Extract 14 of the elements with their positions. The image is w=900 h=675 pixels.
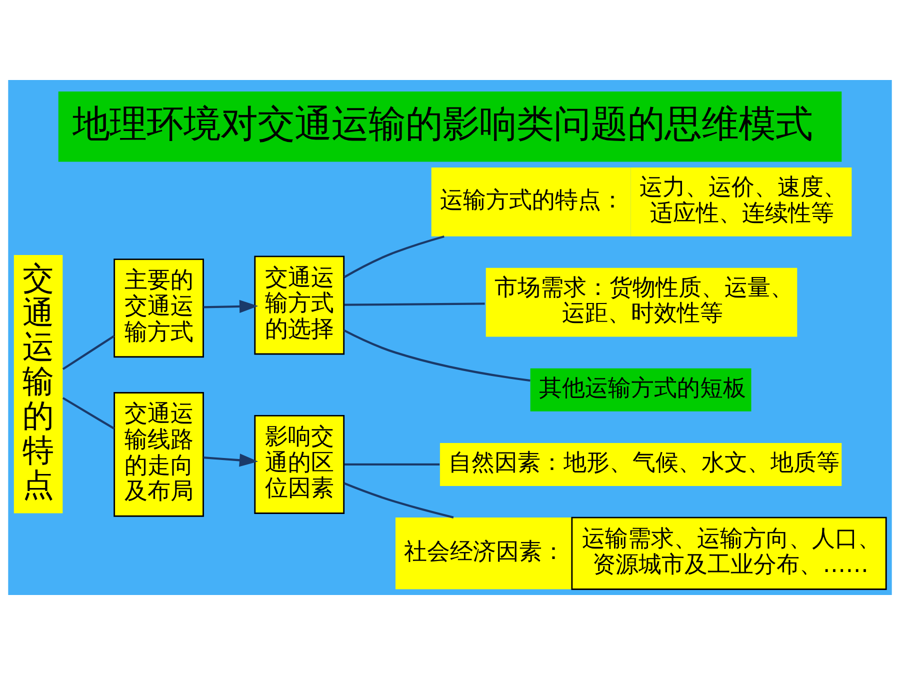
connector [343, 329, 530, 382]
node-box: 其他运输方式的短板 [530, 368, 752, 412]
node-box: 市场需求：货物性质、运量、运距、时效性等 [486, 268, 798, 337]
diagram-title: 地理环境对交通运输的影响类问题的思维模式 [72, 101, 813, 146]
arrow [203, 300, 258, 313]
connector [344, 482, 454, 518]
connector [344, 463, 440, 466]
connector [344, 302, 485, 306]
arrow [203, 454, 258, 467]
connector [344, 235, 444, 278]
connector [62, 335, 115, 370]
node-box: 自然因素：地形、气候、水文、地质等 [440, 442, 842, 486]
connector [62, 397, 115, 430]
node-box: 交通运输的特点 [14, 255, 63, 514]
